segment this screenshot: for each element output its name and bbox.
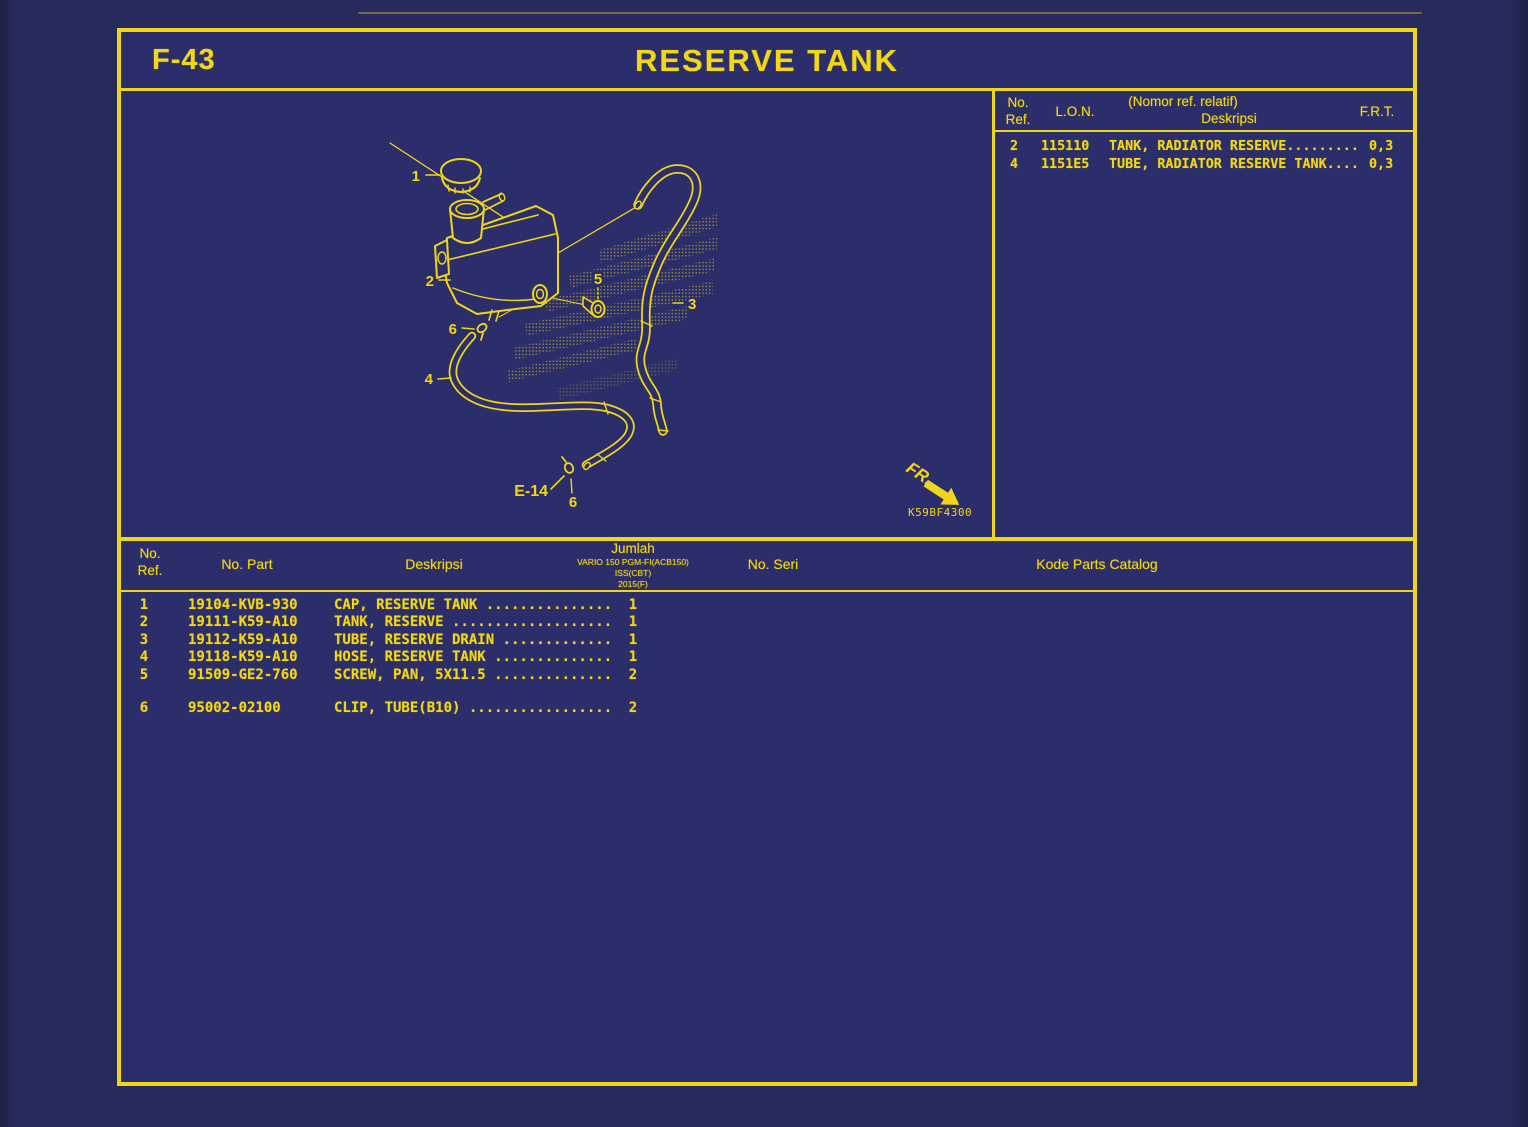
- leader-line: [437, 377, 452, 380]
- fr-arrowhead: [923, 479, 960, 505]
- parts-cell-part: 95002-02100: [188, 699, 281, 716]
- fr-direction-arrow: FR.: [903, 458, 960, 505]
- parts-col-part: No. Part: [221, 556, 273, 572]
- ref-col-lon: L.O.N.: [1055, 104, 1095, 119]
- parts-cell-desc: HOSE, RESERVE TANK ..............: [334, 649, 613, 666]
- parts-cell-qty: 1: [628, 614, 638, 631]
- exploded-diagram: 1 2 3 4 5 6 6 E-14 FR. K59BF4300: [389, 142, 972, 519]
- ref-col-relatif: (Nomor ref. relatif): [1128, 94, 1238, 109]
- parts-cell-desc: SCREW, PAN, 5X11.5 ..............: [334, 666, 613, 683]
- parts-col-jumlah: Jumlah: [611, 541, 655, 556]
- parts-row: 6 95002-02100 CLIP, TUBE(B10) ..........…: [121, 700, 1413, 717]
- parts-cell-desc: CAP, RESERVE TANK ...............: [334, 597, 613, 613]
- parts-col-ref: Ref.: [137, 563, 163, 578]
- parts-cell-ref: 2: [139, 614, 149, 631]
- callout-6-lower: 6: [569, 494, 577, 511]
- page-code: F-43: [152, 44, 216, 76]
- ref-col-deskripsi: Deskripsi: [1201, 111, 1257, 126]
- callout-4: 4: [425, 371, 434, 388]
- parts-cell-qty: 1: [628, 631, 638, 648]
- parts-cell-qty: 2: [628, 666, 638, 683]
- parts-cell-ref: 1: [139, 597, 149, 613]
- reference-row: 4 1151E5 TUBE, RADIATOR RESERVE TANK....…: [995, 156, 1413, 174]
- parts-row: 3 19112-K59-A10 TUBE, RESERVE DRAIN ....…: [121, 632, 1413, 649]
- parts-cell-ref: 4: [139, 649, 149, 666]
- parts-row: 1 19104-KVB-930 CAP, RESERVE TANK ......…: [121, 597, 1413, 614]
- reserve-drain-tube: [633, 164, 702, 436]
- parts-cell-ref: 6: [139, 699, 149, 716]
- ref-cell-desc: TANK, RADIATOR RESERVE.........: [1109, 139, 1359, 154]
- drawing-code: K59BF4300: [908, 506, 972, 519]
- parts-col-deskripsi: Deskripsi: [405, 556, 463, 572]
- ref-cell-frt: 0,3: [1369, 139, 1394, 154]
- tank-filler-neck: [449, 192, 506, 244]
- callout-6-upper: 6: [449, 321, 457, 338]
- parts-row: 2 19111-K59-A10 TANK, RESERVE ..........…: [121, 614, 1413, 631]
- parts-col-no: No.: [139, 546, 161, 561]
- parts-cell-ref: 3: [139, 631, 149, 648]
- parts-cell-ref: 5: [139, 666, 149, 683]
- tube-clip-upper: [476, 322, 488, 341]
- ref-cell-ref: 4: [1009, 157, 1019, 172]
- parts-row: 4 19118-K59-A10 HOSE, RESERVE TANK .....…: [121, 649, 1413, 666]
- reserve-tank-hose: [448, 331, 635, 471]
- parts-col-seri: No. Seri: [747, 556, 799, 572]
- reference-row: 2 115110 TANK, RADIATOR RESERVE.........…: [995, 138, 1413, 156]
- parts-col-jumlah-variant: VARIO 150 PGM-FI(ACB150): [577, 557, 689, 567]
- parts-cell-part: 19104-KVB-930: [188, 597, 298, 613]
- reference-table: No. Ref. L.O.N. (Nomor ref. relatif) Des…: [995, 91, 1413, 537]
- reference-table-header: No. Ref. L.O.N. (Nomor ref. relatif) Des…: [995, 91, 1413, 132]
- panel-divider: [992, 91, 995, 537]
- page-title: RESERVE TANK: [634, 43, 899, 78]
- callout-2: 2: [426, 273, 434, 290]
- parts-table-header: No. Ref. No. Part Deskripsi Jumlah VARIO…: [121, 537, 1413, 592]
- callout-1: 1: [412, 168, 420, 185]
- parts-row: 5 91509-GE2-760 SCREW, PAN, 5X11.5 .....…: [121, 667, 1413, 684]
- parts-cell-desc: TUBE, RESERVE DRAIN .............: [334, 631, 613, 648]
- parts-cell-part: 19118-K59-A10: [188, 649, 298, 666]
- parts-cell-part: 91509-GE2-760: [188, 666, 298, 683]
- parts-col-jumlah-variant: ISS(CBT): [614, 568, 652, 578]
- parts-col-kode: Kode Parts Catalog: [1036, 556, 1158, 572]
- parts-cell-qty: 1: [628, 649, 638, 666]
- header-band: F-43 RESERVE TANK: [121, 32, 1413, 91]
- parts-cell-part: 19111-K59-A10: [188, 614, 298, 631]
- callout-3: 3: [688, 296, 696, 313]
- reserve-tank-cap: [440, 158, 482, 194]
- ref-cell-lon: 115110: [1041, 139, 1090, 154]
- callout-e14: E-14: [514, 483, 548, 500]
- tube-clip-lower: [561, 456, 575, 474]
- page-top-edge-line: [358, 12, 1422, 14]
- parts-cell-desc: CLIP, TUBE(B10) .................: [334, 699, 613, 716]
- parts-cell-qty: 1: [628, 597, 638, 613]
- parts-col-jumlah-variant: 2015(F): [618, 579, 648, 589]
- leader-line: [550, 475, 565, 490]
- ref-col-frt: F.R.T.: [1359, 104, 1395, 119]
- ref-col-no: No.: [1007, 95, 1029, 110]
- leader-line: [570, 478, 573, 494]
- ref-col-ref: Ref.: [1005, 112, 1031, 127]
- parts-cell-part: 19112-K59-A10: [188, 631, 298, 648]
- parts-cell-qty: 2: [628, 699, 638, 716]
- reference-table-rows: 2 115110 TANK, RADIATOR RESERVE.........…: [995, 132, 1413, 174]
- ref-cell-ref: 2: [1009, 139, 1019, 154]
- ref-cell-desc: TUBE, RADIATOR RESERVE TANK....: [1109, 157, 1359, 172]
- callout-5: 5: [594, 271, 602, 288]
- parts-cell-desc: TANK, RESERVE ...................: [334, 614, 613, 631]
- ref-cell-frt: 0,3: [1369, 157, 1394, 172]
- parts-table-rows: 1 19104-KVB-930 CAP, RESERVE TANK ......…: [121, 592, 1413, 1082]
- page-frame: [117, 28, 1417, 1086]
- leader-line: [461, 327, 475, 330]
- exploded-diagram-panel: 1 2 3 4 5 6 6 E-14 FR. K59BF4300: [121, 91, 992, 537]
- ref-cell-lon: 1151E5: [1041, 157, 1090, 172]
- pan-screw: [582, 296, 606, 318]
